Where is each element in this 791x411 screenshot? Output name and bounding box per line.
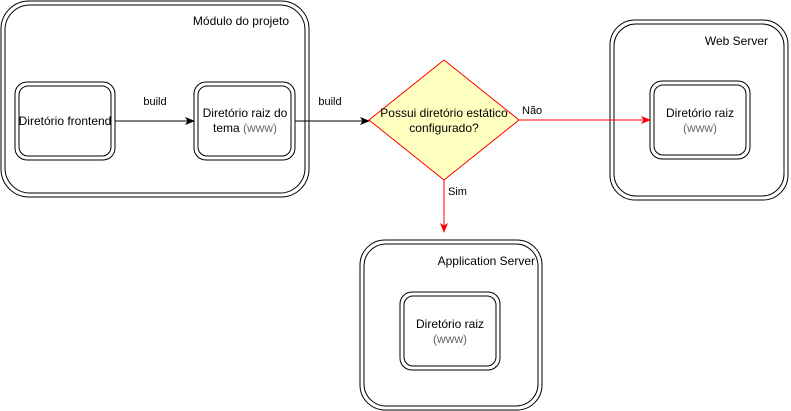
node-theme-root-line2-b: (www) (243, 121, 277, 135)
node-decision: Possui diretório estático configurado? (368, 59, 520, 181)
container-web-server-title: Web Server (705, 34, 768, 48)
edge-build-1: build (115, 96, 195, 125)
node-app-root-line2: (www) (433, 332, 467, 346)
edge-nao: Não (519, 104, 651, 124)
node-web-root: Diretório raiz (www) (649, 80, 751, 160)
node-app-root: Diretório raiz (www) (399, 291, 501, 371)
edge-sim-label: Sim (448, 186, 467, 198)
edge-nao-label-bg (520, 104, 544, 117)
node-frontend-dir-label: Diretório frontend (19, 114, 112, 128)
edge-build-2-label: build (318, 96, 341, 108)
node-web-root-line1: Diretório raiz (666, 106, 734, 120)
node-theme-root-line2: tema (www) (213, 121, 277, 135)
node-theme-root: Diretório raiz do tema (www) (193, 81, 296, 161)
node-frontend-dir: Diretório frontend (14, 81, 116, 161)
edge-sim: Sim (440, 180, 468, 233)
edge-nao-label: Não (522, 105, 542, 117)
node-theme-root-line2-a: tema (213, 121, 243, 135)
node-theme-root-line1: Diretório raiz do (203, 106, 288, 120)
node-decision-line2: configurado? (409, 121, 479, 135)
edge-build-1-label: build (143, 96, 166, 108)
edge-sim-label-bg (446, 185, 468, 198)
container-project-module-title: Módulo do projeto (193, 14, 289, 28)
container-application-server-title: Application Server (438, 254, 535, 268)
node-app-root-line1: Diretório raiz (416, 317, 484, 331)
node-decision-line1: Possui diretório estático (380, 106, 508, 120)
edge-build-2: build (295, 96, 370, 125)
node-web-root-line2: (www) (683, 121, 717, 135)
